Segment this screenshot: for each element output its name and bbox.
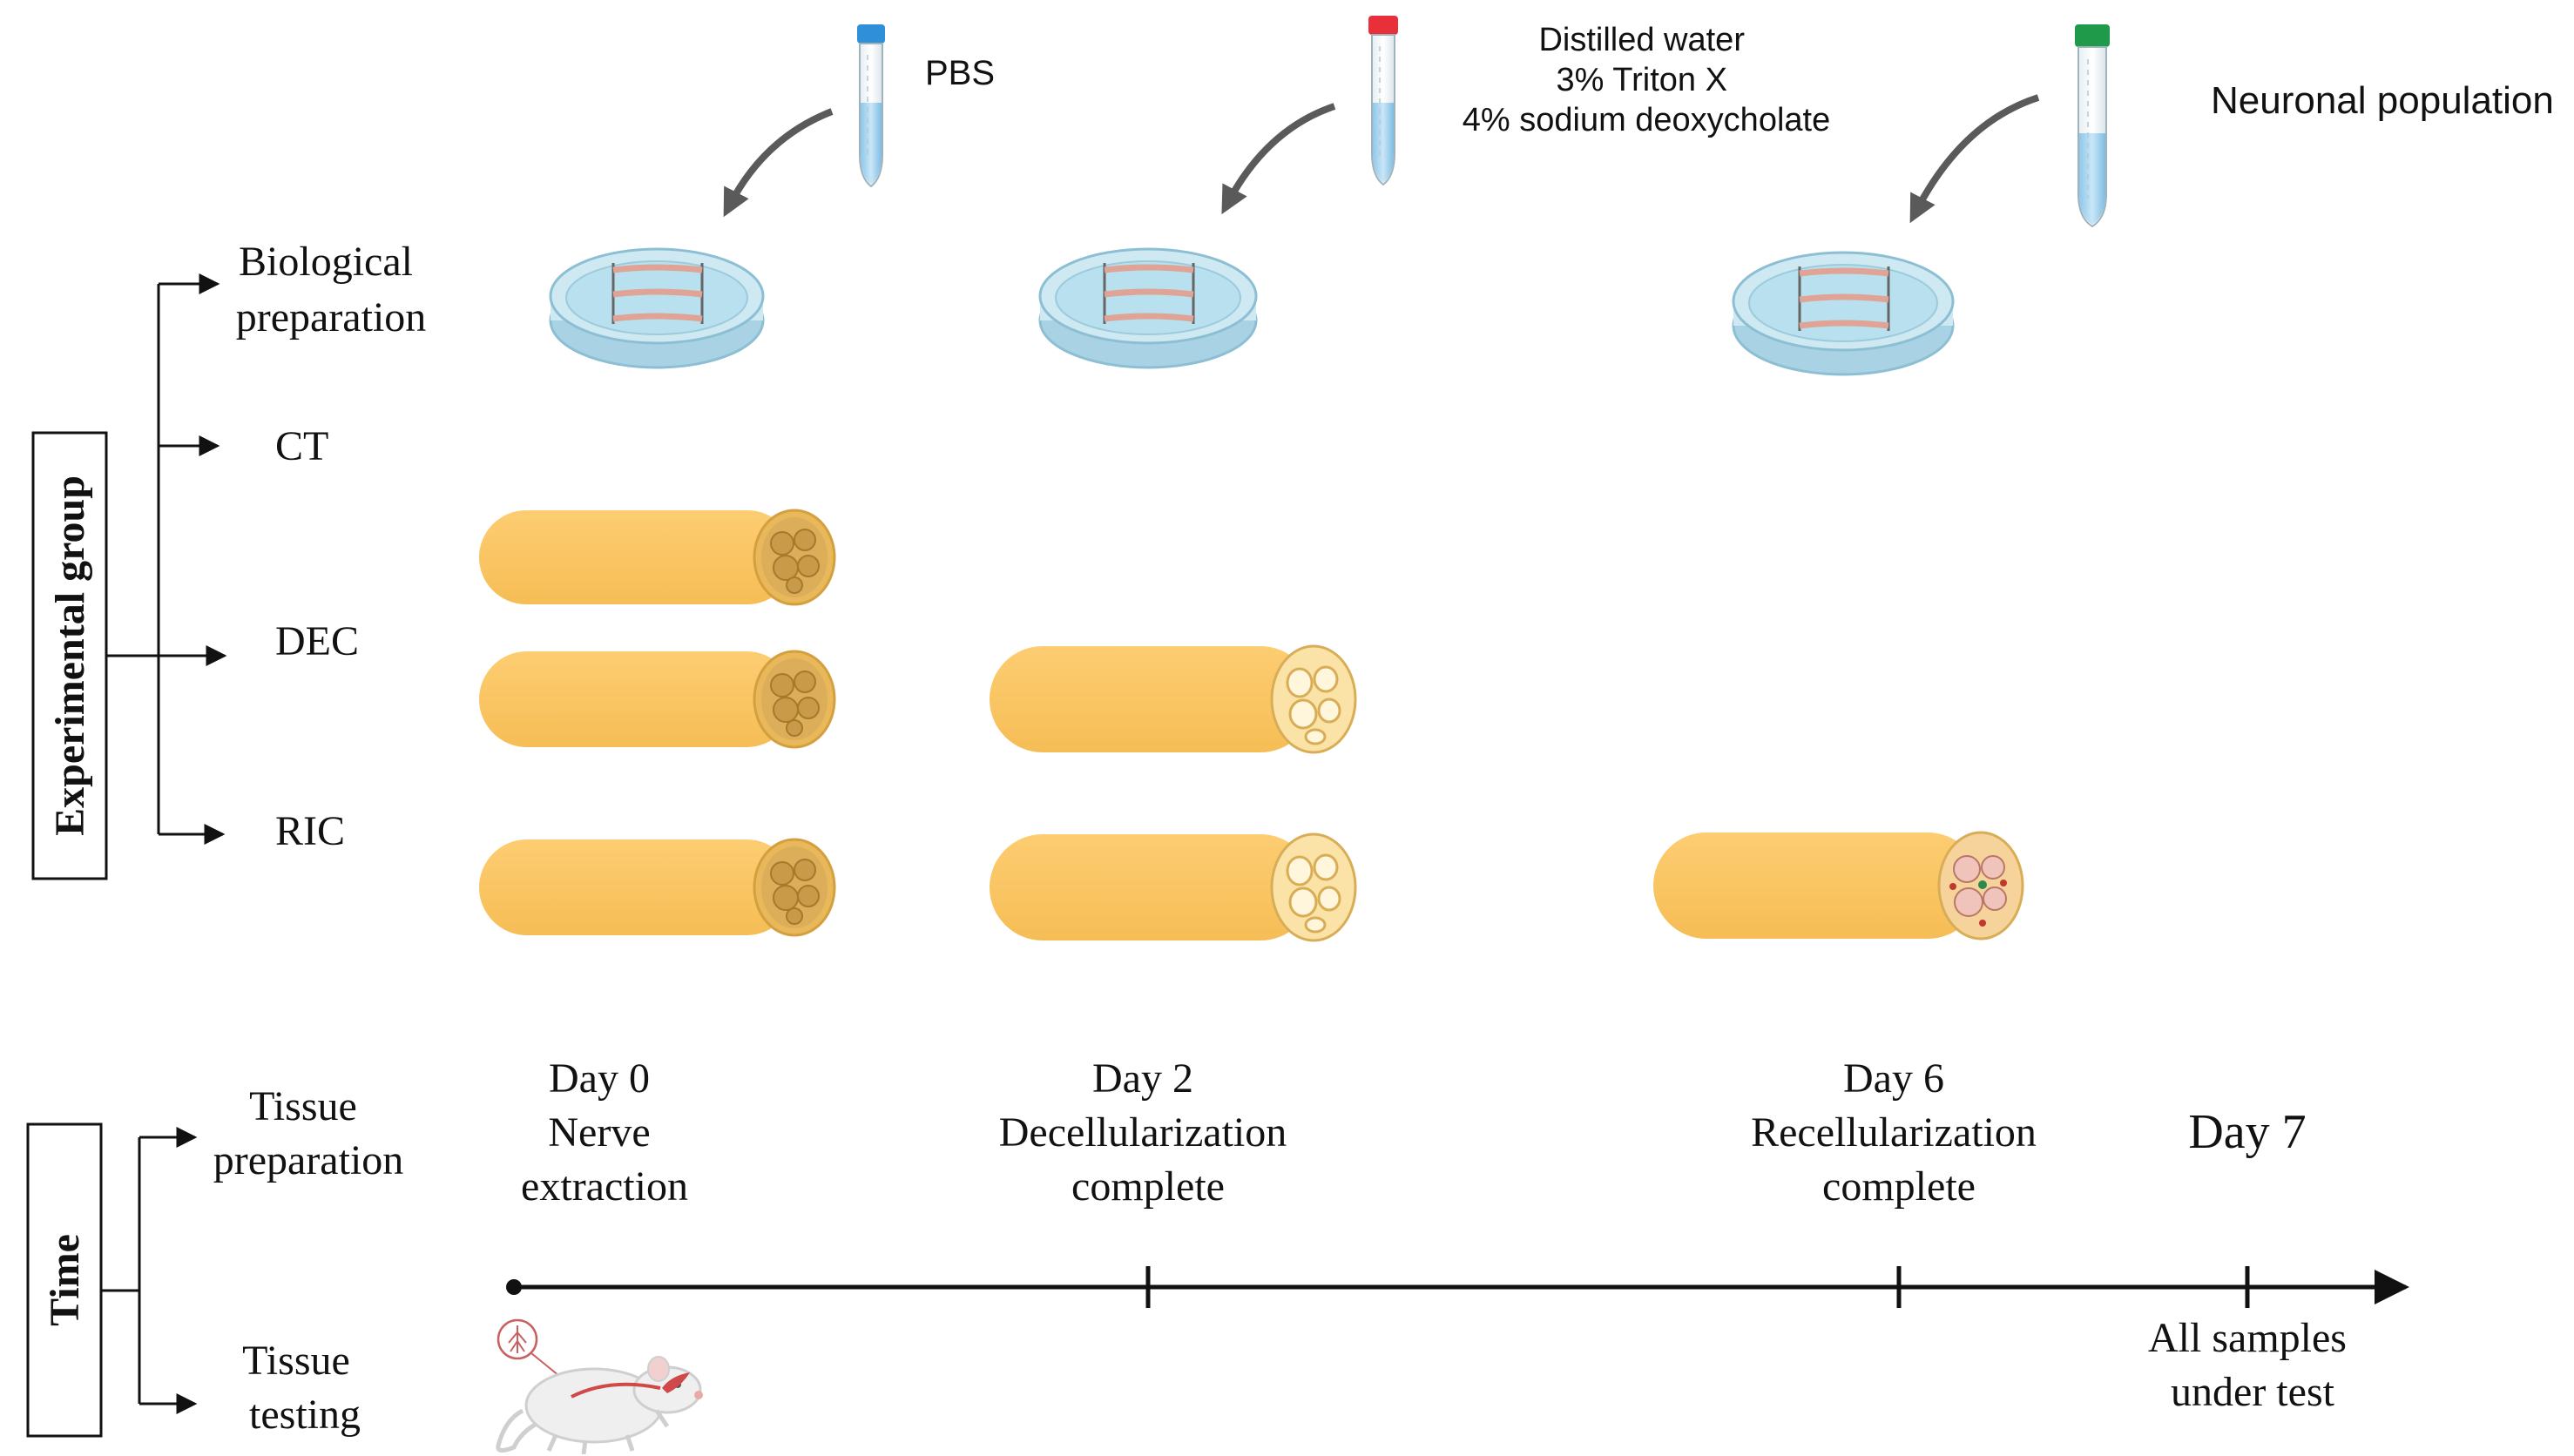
nerve-segment-icon	[990, 644, 1357, 754]
row-label-tissue-testing: Tissue testing	[242, 1338, 361, 1438]
curved-arrow-icon	[723, 108, 834, 218]
timeline-label-day0: Day 0 Nerve extraction	[521, 1055, 688, 1210]
row-label-biological-preparation: Biological preparation	[236, 239, 427, 340]
timeline-axis	[514, 1266, 2409, 1308]
nerve-segment-icon	[990, 832, 1357, 942]
petri-dish-icon	[549, 247, 765, 369]
timeline-note-day7: All samples under test	[2148, 1315, 2357, 1415]
reagent-label-pbs: PBS	[925, 54, 995, 92]
nerve-segment-icon	[1653, 831, 2024, 940]
nerve-segment-icon	[479, 650, 836, 749]
curved-arrow-icon	[1221, 103, 1336, 215]
rat-icon	[496, 1318, 703, 1455]
row-label-ric: RIC	[275, 808, 345, 854]
time-title: Time	[42, 1234, 88, 1326]
test-tube-icon	[2075, 24, 2110, 228]
reagent-label-decellularization: Distilled water 3% Triton X 4% sodium de…	[1463, 22, 1830, 138]
experimental-group-box	[31, 431, 108, 880]
row-label-ct: CT	[275, 423, 328, 469]
time-bracket	[101, 1127, 198, 1414]
time-box	[26, 1122, 103, 1438]
test-tube-icon	[857, 24, 885, 188]
petri-dish-icon	[1732, 251, 1955, 376]
experimental-group-title: Experimental group	[47, 475, 93, 836]
row-label-tissue-preparation: Tissue preparation	[213, 1083, 404, 1183]
nerve-segment-icon	[479, 838, 836, 937]
nerve-segment-icon	[479, 509, 836, 606]
timeline-label-day6: Day 6 Recellularization complete	[1751, 1055, 2047, 1210]
timeline-label-day2: Day 2 Decellularization complete	[999, 1055, 1298, 1210]
experimental-group-bracket	[106, 273, 227, 845]
timeline-label-day7: Day 7	[2188, 1105, 2306, 1159]
test-tube-icon	[1368, 16, 1398, 186]
petri-dish-icon	[1038, 247, 1258, 369]
curved-arrow-icon	[1909, 94, 2040, 224]
timeline-start-dot	[506, 1279, 522, 1295]
row-label-dec: DEC	[275, 618, 359, 664]
reagent-label-neuronal: Neuronal population	[2211, 79, 2554, 122]
